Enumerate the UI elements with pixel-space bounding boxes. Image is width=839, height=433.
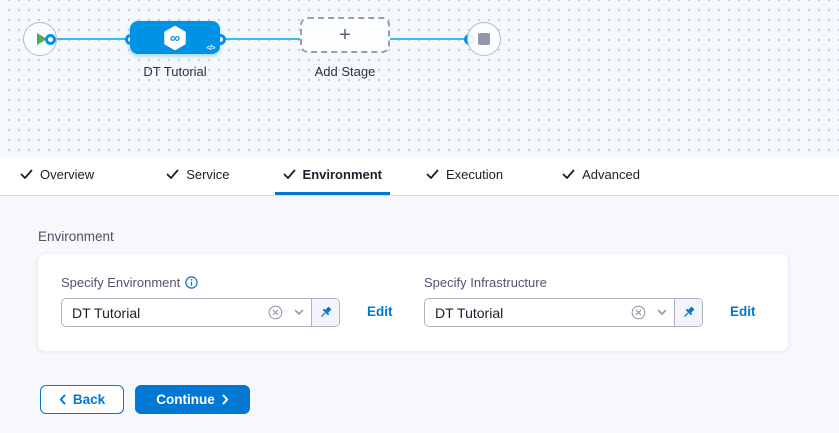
stage-node-label: DT Tutorial: [143, 64, 207, 79]
chevron-left-icon: [59, 394, 66, 405]
check-icon: [283, 169, 295, 179]
add-stage-button[interactable]: +: [300, 17, 390, 53]
pipeline-connector-line: [53, 38, 470, 40]
add-stage-label: Add Stage: [314, 64, 376, 79]
edit-environment-link[interactable]: Edit: [367, 304, 393, 319]
tab-label: Overview: [40, 167, 95, 182]
continue-button[interactable]: Continue: [135, 385, 250, 414]
stage-config-tabbar: Overview Service Environment Execution A…: [0, 157, 839, 196]
tab-service[interactable]: Service: [158, 157, 237, 195]
check-icon: [20, 169, 33, 179]
environment-fixed-input-button[interactable]: [311, 299, 339, 326]
play-icon: [36, 33, 47, 45]
node-port: [45, 34, 56, 45]
specify-infrastructure-label: Specify Infrastructure: [424, 275, 547, 290]
info-icon[interactable]: [185, 276, 198, 289]
chevron-down-icon: [294, 309, 304, 315]
tab-advanced[interactable]: Advanced: [554, 157, 648, 195]
code-icon: </>: [206, 45, 215, 52]
continue-button-label: Continue: [156, 392, 215, 407]
environment-combobox[interactable]: [61, 298, 340, 327]
chevron-down-icon: [657, 309, 667, 315]
environment-card: Specify Environment: [37, 253, 789, 352]
back-button-label: Back: [72, 392, 106, 407]
section-heading: Environment: [38, 229, 114, 244]
infrastructure-combobox[interactable]: [424, 298, 703, 327]
pipeline-end-node[interactable]: [467, 22, 501, 56]
edit-infrastructure-link[interactable]: Edit: [730, 304, 756, 319]
specify-environment-label: Specify Environment: [61, 275, 198, 290]
check-icon: [166, 169, 179, 179]
tab-label: Environment: [302, 167, 383, 182]
tab-overview[interactable]: Overview: [12, 157, 102, 195]
environment-input[interactable]: [62, 299, 263, 326]
infinity-glyph: ∞: [170, 29, 180, 45]
infrastructure-fixed-input-button[interactable]: [674, 299, 702, 326]
environment-panel: Environment Specify Environment: [0, 196, 839, 433]
infrastructure-dropdown-toggle[interactable]: [650, 299, 674, 326]
clear-environment-button[interactable]: [263, 299, 287, 326]
pin-icon: [684, 306, 695, 317]
environment-dropdown-toggle[interactable]: [287, 299, 311, 326]
chevron-right-icon: [222, 394, 228, 405]
clear-infrastructure-button[interactable]: [626, 299, 650, 326]
tab-execution[interactable]: Execution: [418, 157, 511, 195]
field-label-text: Specify Environment: [61, 275, 181, 290]
plus-icon: +: [339, 23, 351, 46]
tab-label: Execution: [446, 167, 504, 182]
field-label-text: Specify Infrastructure: [424, 275, 547, 290]
circle-x-icon: [631, 305, 645, 320]
infrastructure-input[interactable]: [425, 299, 626, 326]
stage-node-dt-tutorial[interactable]: ∞ </>: [130, 21, 220, 54]
stop-icon: [478, 33, 490, 45]
pin-icon: [321, 306, 332, 317]
harness-cd-hexagon-icon: ∞: [164, 25, 186, 50]
tab-environment[interactable]: Environment: [274, 157, 391, 195]
back-button[interactable]: Back: [40, 385, 124, 414]
pipeline-canvas: ∞ </> DT Tutorial + Add Stage: [0, 0, 839, 157]
check-icon: [426, 169, 439, 179]
circle-x-icon: [268, 305, 282, 320]
tab-label: Advanced: [582, 167, 640, 182]
check-icon: [562, 169, 575, 179]
tab-label: Service: [186, 167, 230, 182]
